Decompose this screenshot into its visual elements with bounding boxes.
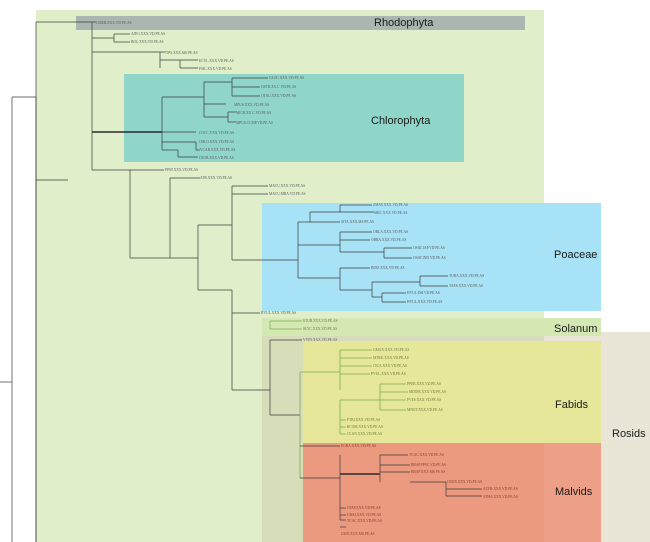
tip-label: OSTR.XX.C.VD.PE.AS — [261, 85, 296, 89]
malvids-label-band — [544, 443, 601, 542]
tip-label: ZMAY.XXX.VD.PE.AS — [373, 203, 408, 207]
tree-branches — [0, 21, 482, 542]
rhodophyta-region — [76, 16, 525, 30]
tip-label: ECYL.XXX.VD.PE.AS — [199, 59, 234, 63]
tip-label: SLYC.XXX.VD.PE.AS — [303, 327, 337, 331]
tip-label: BRAP.FPSC.VD.PE.AS — [411, 463, 446, 467]
tip-label: SITA.XXX.MS.PE.AS — [341, 220, 374, 224]
tip-label: MACU.XXX.VD.PE.AS — [269, 184, 305, 188]
tip-label: CMER.XXX.VD.PE.AS — [96, 21, 132, 25]
tip-label: EGRA.XXX.VD.PE.AS — [341, 444, 376, 448]
tip-label: VCAR.XXX.VD.PE.AS — [200, 148, 235, 152]
tip-label: TPS.XXX.MS.PE.AS — [166, 51, 198, 55]
tip-label: CICA.XXX.VD.PE.AS — [373, 364, 407, 368]
tip-label: MNOT.XXX.VD.PE.AS — [407, 408, 443, 412]
tip-label: CSIN.XXX.MS.PE.AS — [341, 532, 375, 536]
tip-label: OSAT.IND.VD.PE.AS — [413, 256, 446, 260]
solanum-region — [262, 318, 601, 336]
tip-label: VVIN.XXX.VD.PE.AS — [303, 338, 337, 342]
clade-label-malvids: Malvids — [555, 486, 593, 498]
tip-label: OTAU.XXX.VD.PE.AS — [261, 94, 296, 98]
tip-label: CSUB.XXX.VD.PE.AS — [199, 156, 234, 160]
tip-label: PSIL.XXX.VD.PE.AS — [199, 67, 232, 71]
tip-label: GLOC.XXX.VD.PE.AS — [269, 76, 304, 80]
tip-label: MICR.XX.C.VD.PE.AS — [236, 111, 271, 115]
tip-label: PPAT.XXX.VD.PE.AS — [165, 168, 198, 172]
tip-label: TCAC.XXX.VD.PE.AS — [409, 453, 444, 457]
clade-label-rhodophyta: Rhodophyta — [374, 17, 434, 29]
clade-label-poaceae: Poaceae — [554, 249, 597, 261]
tip-label: GRAI.XXX.VD.PE.AS — [347, 513, 381, 517]
tip-label: BDIS.XXX.VD.PE.AS — [371, 266, 405, 270]
chlorophyta-region — [124, 74, 464, 162]
tip-label: COCC.YXX.VD.PE.AS — [199, 131, 234, 135]
tip-label: BRAP.XXX.MS.PE.AS — [411, 470, 445, 474]
tip-label: PTRI.XXX.VD.PE.AS — [347, 418, 380, 422]
tip-label: MPUS.XXX.VD.PE.AS — [234, 103, 269, 107]
tip-label: FVES.XXX.VD.PE.AS — [407, 398, 441, 402]
tip-label: MPUS.CCMP.VD.PE.AS — [236, 121, 273, 125]
tip-label: SBIC.XXX.VD.PE.AS — [374, 211, 407, 215]
tip-label: GMAX.XXX.VD.PE.AS — [373, 348, 409, 352]
tip-label: HVUL.DH.VD.PE.AS — [407, 291, 440, 295]
tip-label: CHLO.XXX.VD.PE.AS — [199, 140, 234, 144]
tip-label: CLAN.XXX.VD.PE.AS — [347, 432, 382, 436]
tip-label: ATHA.XXX.VD.PE.AS — [483, 495, 518, 499]
clade-label-solanum: Solanum — [554, 323, 597, 335]
tip-label: BOL.XXX.VD.PE.AS — [131, 40, 164, 44]
tip-label: ATR.XXX.VD.PE.AS — [200, 176, 232, 180]
clade-label-chlorophyta: Chlorophyta — [371, 115, 431, 127]
tip-label: ALYR.XXX.VD.PE.AS — [483, 487, 518, 491]
tip-label: PPER.XXX.VD.PE.AS — [407, 382, 441, 386]
clade-label-rosids: Rosids — [612, 428, 646, 440]
tip-label: OSAT.JAP.VD.PE.AS — [413, 246, 445, 250]
tip-label: MTRU.XXX.VD.PE.AS — [373, 356, 409, 360]
tip-label: TURA.XXX.VD.PE.AS — [449, 274, 484, 278]
tip-label: TCAC.XXX.VD.PE.AS — [347, 519, 382, 523]
poaceae-region — [262, 203, 601, 311]
tip-label: BVUL.XXX.VD.PE.AS — [261, 311, 296, 315]
tip-label: STUB.XXX.VD.PE.AS — [303, 319, 338, 323]
clade-label-fabids: Fabids — [555, 399, 589, 411]
tip-label: OBRA.XXX.VD.PE.AS — [371, 238, 406, 242]
malvids-region — [303, 443, 601, 542]
tip-label: CPAP.XXX.VD.PE.AS — [347, 506, 381, 510]
tip-label: HVUL.XXX.VD.PE.AS — [407, 300, 442, 304]
tip-label: PVUL.XXX.VD.PE.AS — [371, 372, 406, 376]
tip-label: ORLA.XXX.VD.PE.AS — [373, 230, 408, 234]
tip-label: MDOM.XXX.VD.PE.AS — [409, 390, 446, 394]
tip-label: MACU.MBA.VD.PE.AS — [269, 192, 306, 196]
tip-label: RCOM.XXX.VD.PE.AS — [347, 425, 383, 429]
tip-label: CRUB.XXX.VD.PE.AS — [447, 480, 482, 484]
tip-labels: CMER.XXX.VD.PE.AS AJEG.XXX.VD.PE.AS BOL.… — [96, 21, 518, 536]
tip-label: AJEG.XXX.VD.PE.AS — [131, 32, 165, 36]
tip-label: TAES.XXX.VD.PE.AS — [449, 284, 483, 288]
